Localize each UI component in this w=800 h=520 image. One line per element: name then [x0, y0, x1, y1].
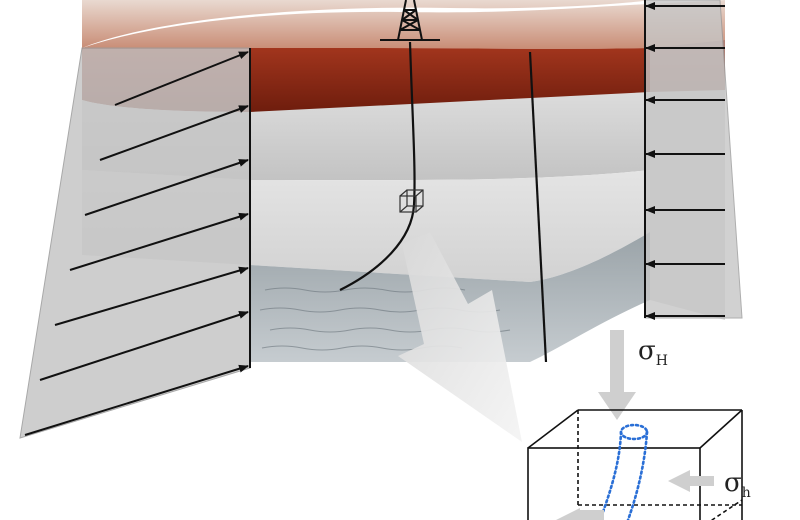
horizontal-stress-symbol: σ — [724, 468, 742, 498]
vertical-stress-label: σH — [638, 338, 668, 368]
vertical-stress-symbol: σ — [638, 336, 656, 366]
horizontal-stress-label: σh — [724, 470, 751, 500]
zoomed-rock-cube — [528, 410, 742, 520]
horizontal-stress-left — [20, 48, 250, 438]
horizontal-stress-subscript: h — [742, 485, 751, 501]
stress-fan-left — [20, 48, 250, 438]
vertical-stress-arrow — [598, 330, 636, 420]
horizontal-stress-right — [645, 0, 742, 318]
vertical-stress-subscript: H — [656, 353, 668, 369]
